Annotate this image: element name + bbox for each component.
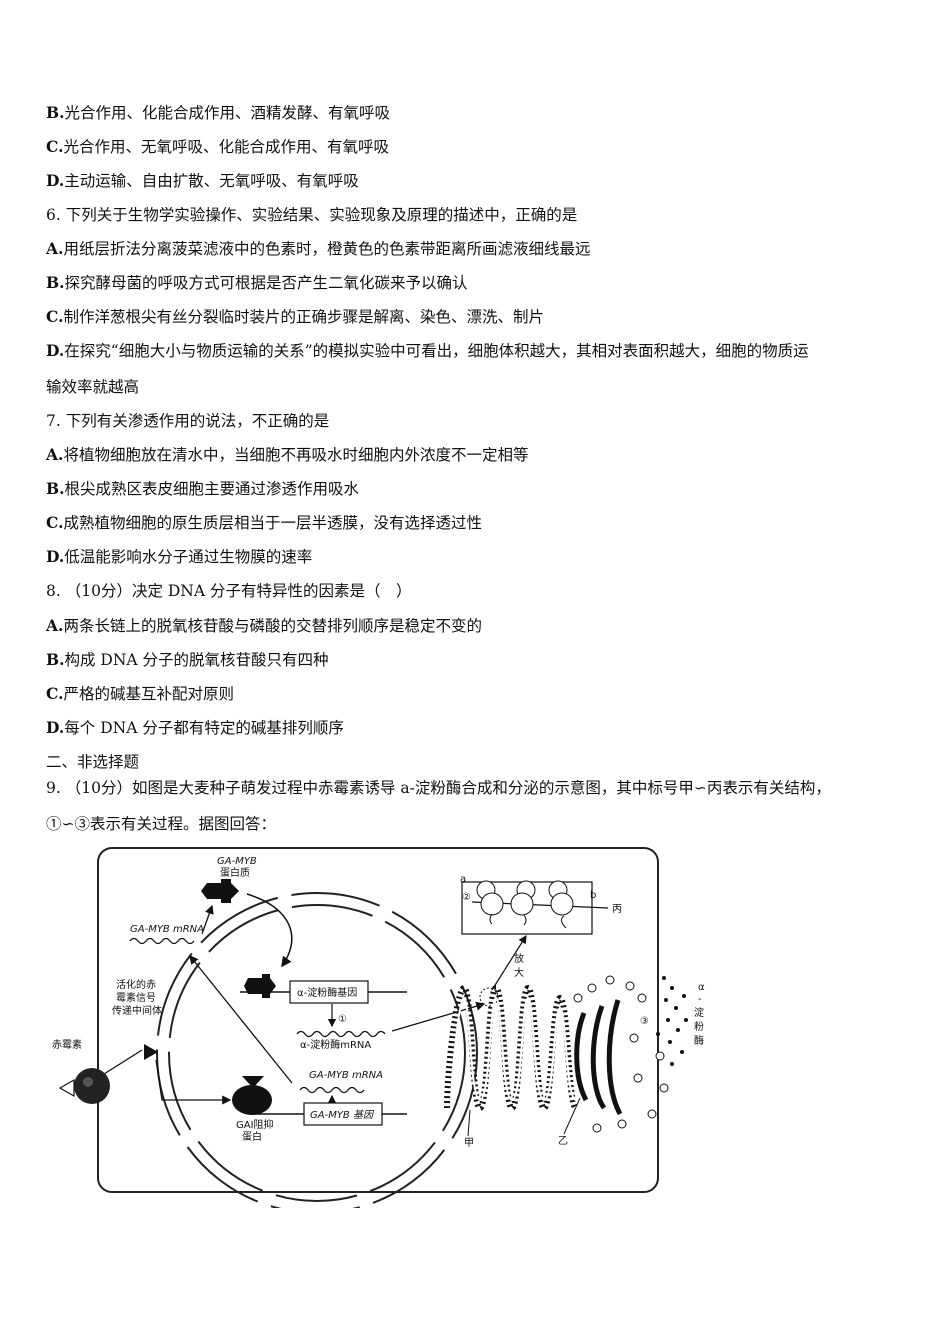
- question-9-cont: ①∽③表示有关过程。据图回答：: [46, 815, 276, 833]
- peptide-chains: [489, 913, 567, 929]
- label-gamyb-protein-1: GA-MYB: [217, 856, 257, 867]
- option-d-q5: D.主动运输、自由扩散、无氧呼吸、有氧呼吸: [46, 171, 359, 190]
- label-gamyb-mrna-top: GA-MYB mRNA: [130, 924, 204, 935]
- option-c-q7: C.成熟植物细胞的原生质层相当于一层半透膜，没有选择透过性: [46, 513, 482, 532]
- question-6: 6. 下列关于生物学实验操作、实验结果、实验现象及原理的描述中，正确的是: [46, 206, 578, 224]
- label-step2: ②: [462, 892, 471, 903]
- gamyb-mrna-top-wave: [129, 937, 195, 945]
- gai-protein-shape: [232, 1085, 272, 1115]
- arrow-protein-to-gene: [246, 893, 293, 968]
- label-amylase-side-3: 淀: [694, 1006, 704, 1019]
- gamyb-bound-shape: [244, 974, 276, 998]
- question-9: 9. （10分）如图是大麦种子萌发过程中赤霉素诱导 a-淀粉酶合成和分泌的示意图…: [46, 779, 831, 797]
- label-amylase-side-2: -: [698, 994, 702, 1005]
- label-amylase-side-4: 粉: [694, 1020, 704, 1033]
- golgi-2: [590, 1005, 607, 1110]
- label-signal-1: 活化的赤: [116, 978, 156, 991]
- arrow-receptor-to-signal: [103, 1049, 143, 1075]
- nuclear-envelope-outer: [156, 892, 478, 1208]
- golgi-1: [574, 1012, 589, 1102]
- arrow-mrna-to-top: [189, 954, 293, 1084]
- option-a-q6: A.用纸层折法分离菠菜滤液中的色素时，橙黄色的色素带距离所画滤液细线最远: [46, 239, 591, 258]
- receptor-shape: [74, 1068, 110, 1104]
- ribosome-3b: [550, 892, 574, 916]
- label-gamyb-mrna-bottom: GA-MYB mRNA: [309, 1070, 383, 1081]
- option-c-q8: C.严格的碱基互补配对原则: [46, 684, 234, 703]
- label-signal-3: 传递中间体: [112, 1004, 162, 1017]
- label-yi: 乙: [558, 1135, 568, 1147]
- option-b-q5: B.光合作用、化能合成作用、酒精发酵、有氧呼吸: [46, 103, 391, 122]
- label-b: b: [590, 890, 596, 901]
- label-amylase-mrna: α-淀粉酶mRNA: [300, 1038, 371, 1051]
- option-c-q6: C.制作洋葱根尖有丝分裂临时装片的正确步骤是解离、染色、漂洗、制片: [46, 307, 544, 326]
- gamyb-protein-shape: [201, 879, 239, 903]
- gibberellin-triangle: [58, 1078, 75, 1098]
- secreted-amylase: [656, 976, 688, 1066]
- option-b-q6: B.探究酵母菌的呼吸方式可根据是否产生二氧化碳来予以确认: [46, 273, 468, 292]
- option-a-q8: A.两条长链上的脱氧核苷酸与磷酸的交替排列顺序是稳定不变的: [46, 616, 482, 635]
- label-bing: 丙: [612, 904, 622, 915]
- label-step3: ③: [640, 1016, 649, 1027]
- label-enlarge-2: 大: [514, 966, 524, 979]
- arrow-mrna-to-protein: [201, 904, 214, 935]
- option-d-q8: D.每个 DNA 分子都有特定的碱基排列顺序: [46, 718, 344, 737]
- signal-triangle: [144, 1044, 158, 1060]
- option-d-q7: D.低温能影响水分子通过生物膜的速率: [46, 547, 313, 566]
- gai-marker: [242, 1076, 264, 1088]
- label-enlarge-1: 放: [514, 952, 524, 965]
- arrow-signal-to-gai: [155, 1059, 232, 1105]
- label-step1: ①: [338, 1014, 347, 1025]
- label-amylase-side-1: α: [698, 982, 705, 993]
- nuclear-envelope-inner: [168, 904, 466, 1202]
- receptor-detail: [83, 1077, 93, 1087]
- label-a: a: [460, 874, 466, 885]
- question-8: 8. （10分）决定 DNA 分子有特异性的因素是（ ）: [46, 582, 412, 600]
- gamyb-gene-box: [303, 1102, 383, 1126]
- label-gamyb-gene: GA-MYB 基因: [310, 1109, 375, 1121]
- label-jia: 甲: [464, 1138, 474, 1149]
- vesicles: [573, 975, 669, 1133]
- rough-er-lumen: [451, 996, 577, 1109]
- option-b-q7: B.根尖成熟区表皮细胞主要通过渗透作用吸水: [46, 479, 360, 498]
- rough-er: [444, 984, 579, 1112]
- golgi-3: [606, 999, 623, 1116]
- option-d-q6-cont: 输效率就越高: [46, 378, 140, 396]
- amylase-gene-box: [289, 980, 369, 1004]
- pointer-jia: [467, 1109, 471, 1137]
- gamyb-mrna-bottom-wave: [299, 1086, 365, 1094]
- zoom-circle: [479, 987, 499, 1007]
- cell-diagram: GA-MYB 蛋白质 GA-MYB mRNA α-淀粉酶基因 ① α-淀粉酶mR…: [52, 838, 732, 1208]
- label-gibberellin: 赤霉素: [52, 1038, 82, 1051]
- arrow-zoom: [491, 934, 527, 991]
- label-gai-2: 蛋白: [242, 1130, 262, 1143]
- question-7: 7. 下列有关渗透作用的说法，不正确的是: [46, 412, 330, 430]
- label-gai-1: GAI阻抑: [236, 1119, 274, 1131]
- option-c-q5: C.光合作用、无氧呼吸、化能合成作用、有氧呼吸: [46, 137, 389, 156]
- arrow-mrna-to-er: [391, 1001, 486, 1032]
- cell-membrane: [97, 847, 659, 1193]
- cell-diagram-svg: GA-MYB 蛋白质 GA-MYB mRNA α-淀粉酶基因 ① α-淀粉酶mR…: [52, 847, 705, 1208]
- label-gamyb-protein-2: 蛋白质: [220, 866, 250, 879]
- option-d-q6: D.在探究“细胞大小与物质运输的关系”的模拟实验中可看出，细胞体积越大，其相对表…: [46, 341, 809, 360]
- section-heading: 二、非选择题: [46, 753, 140, 771]
- amylase-mrna-wave: [296, 1030, 386, 1038]
- ribosome-2b: [510, 892, 534, 916]
- option-b-q8: B.构成 DNA 分子的脱氧核苷酸只有四种: [46, 650, 329, 669]
- label-amylase-side-5: 酶: [694, 1034, 704, 1047]
- label-signal-2: 霉素信号: [116, 991, 156, 1004]
- label-amylase-gene: α-淀粉酶基因: [297, 986, 357, 999]
- pointer-yi: [563, 1097, 581, 1135]
- option-a-q7: A.将植物细胞放在清水中，当细胞不再吸水时细胞内外浓度不一定相等: [46, 445, 529, 464]
- ribosome-1b: [480, 892, 504, 916]
